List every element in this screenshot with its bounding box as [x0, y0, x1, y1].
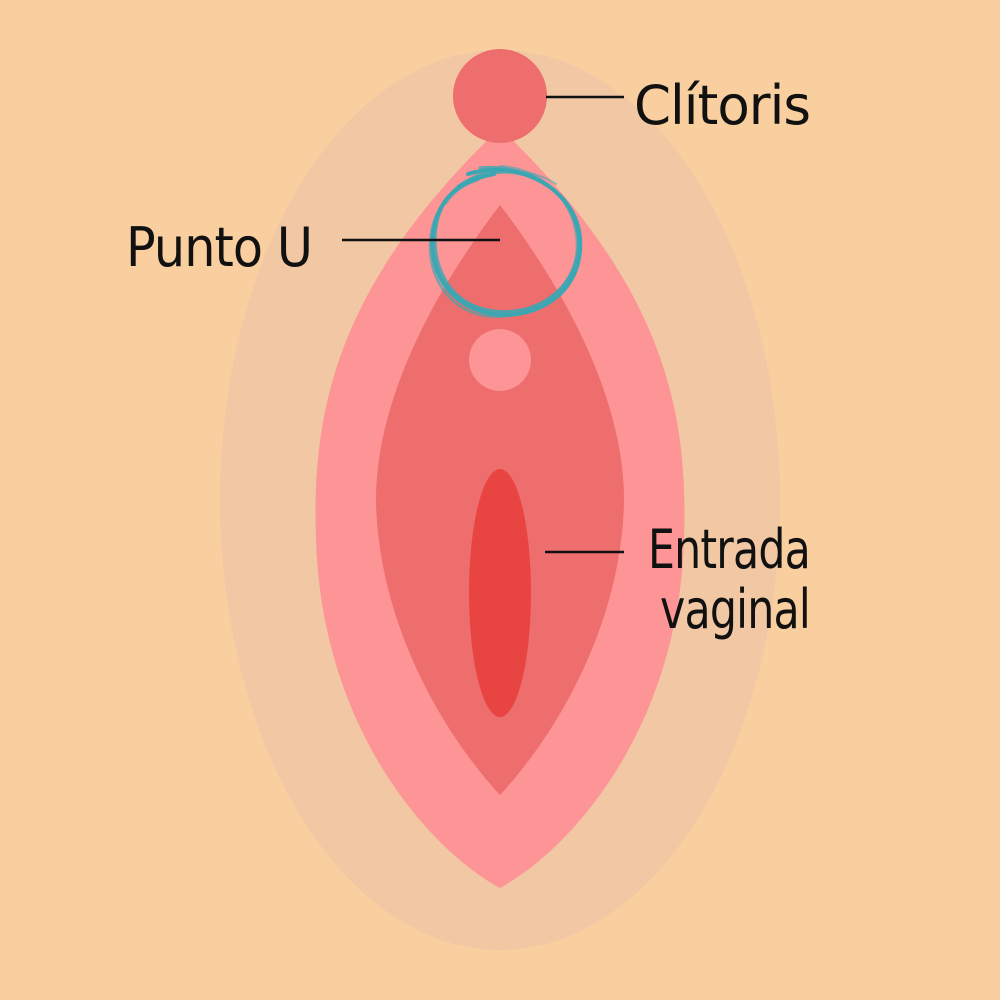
punto-u-label: Punto U: [126, 216, 312, 279]
vaginal-opening-shape: [469, 469, 531, 717]
urethra-shape: [469, 329, 531, 391]
hand-drawn-circle-icon: [428, 165, 583, 318]
entrada-vaginal-label-line1: Entrada: [648, 518, 810, 581]
clitoris-shape: [453, 49, 547, 143]
entrada-vaginal-label-line2: vaginal: [660, 578, 810, 641]
clitoris-label: Clítoris: [634, 74, 810, 137]
